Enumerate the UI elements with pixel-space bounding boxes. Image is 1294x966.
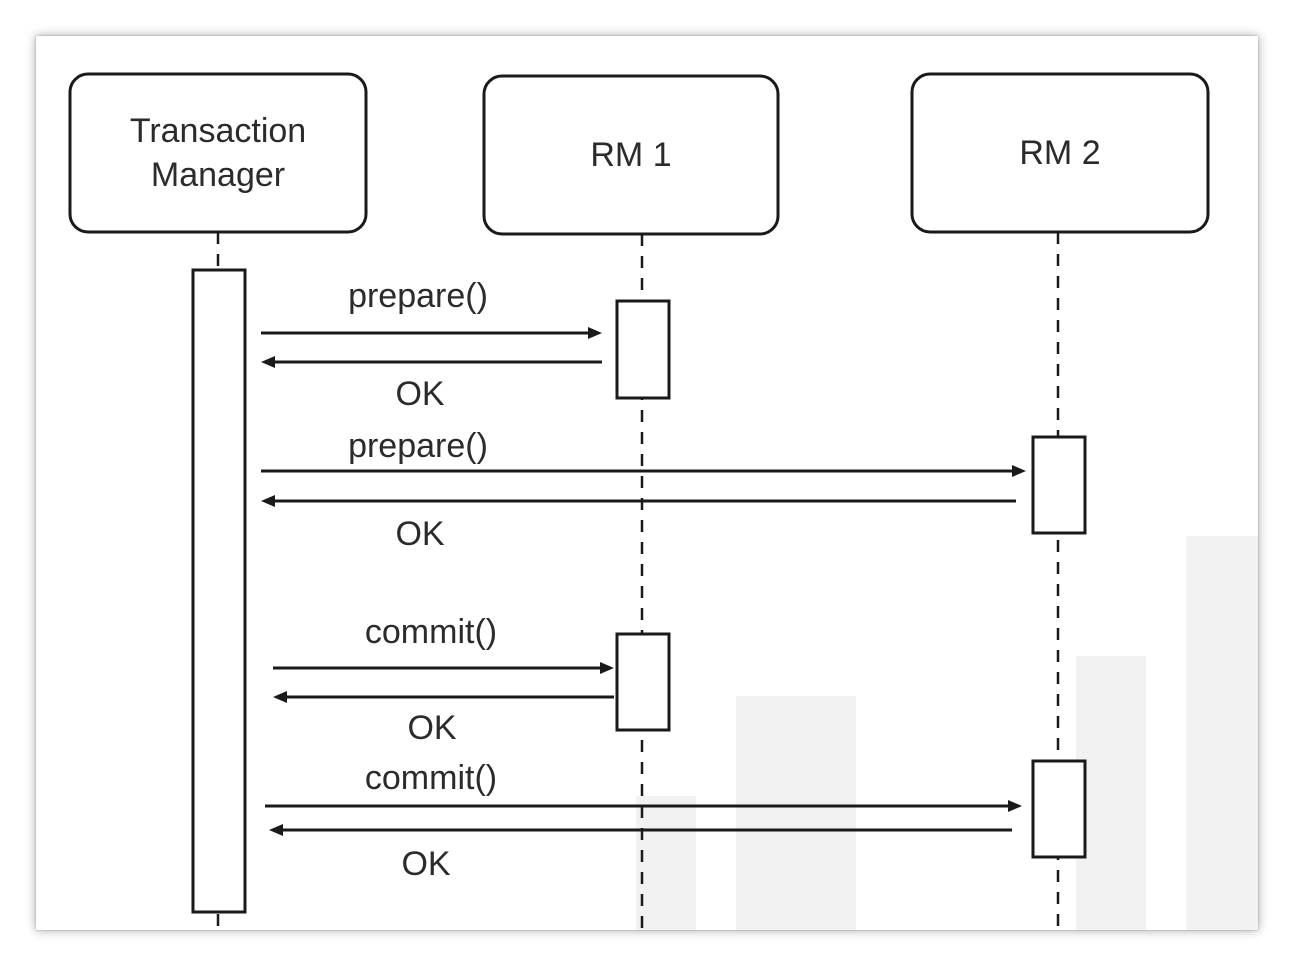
message-label-ok-rm1-prepare: OK [395,375,445,413]
message-label-prepare-rm2: prepare() [348,427,488,465]
message-label-commit-rm2: commit() [364,759,498,797]
message-arrow-ok-rm2-commit [269,824,1012,836]
activation-bar-rm2-commit [1031,759,1087,859]
message-arrow-ok-rm2-prepare [261,495,1016,507]
message-arrow-prepare-rm2 [261,465,1026,477]
message-label-commit-rm1: commit() [364,613,498,651]
participant-label-transaction-manager: Transaction Manager [129,112,307,194]
participant-label-rm2: RM 2 [1019,134,1101,172]
message-label-ok-rm2-commit: OK [401,845,451,883]
activation-bar-rm1-prepare [615,299,671,400]
message-label-ok-rm2-prepare: OK [395,515,445,553]
message-label-prepare-rm1: prepare() [348,277,488,315]
sequence-diagram [68,72,1258,930]
activation-bar-transaction-manager [191,268,247,914]
message-arrow-prepare-rm1 [261,327,602,339]
message-arrow-ok-rm1-commit [273,691,614,703]
message-label-ok-rm1-commit: OK [407,709,457,747]
diagram-frame: Transaction Manager RM 1 RM 2 prepare() … [36,36,1258,930]
message-arrow-commit-rm2 [265,800,1022,812]
participant-box-rm1 [482,74,780,236]
activation-bar-rm2-prepare [1031,435,1087,535]
participant-box-rm2 [910,72,1210,234]
activation-bar-rm1-commit [615,632,671,732]
participant-label-rm1: RM 1 [590,136,672,174]
watermark [636,536,1258,930]
message-arrow-commit-rm1 [273,662,614,674]
message-arrow-ok-rm1-prepare [261,356,602,368]
